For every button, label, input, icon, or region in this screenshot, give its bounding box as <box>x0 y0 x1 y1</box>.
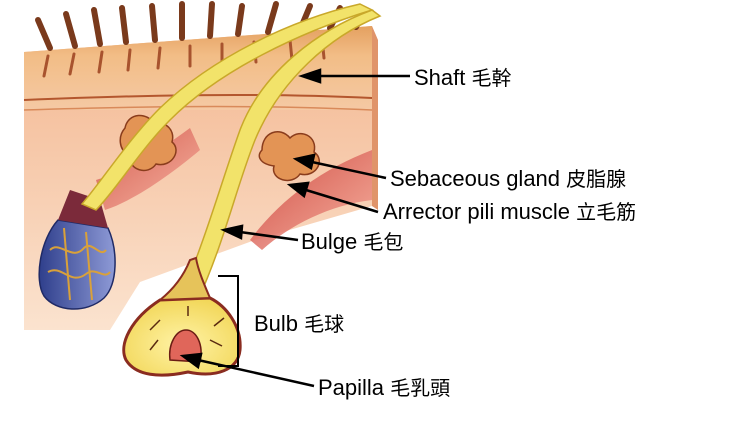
label-arrector-pili-zh: 立毛筋 <box>576 200 637 224</box>
skin-side <box>372 26 378 210</box>
epidermis-line-2 <box>23 105 373 111</box>
melanocytes <box>149 306 225 351</box>
label-bulb: Bulb 毛球 <box>254 311 345 337</box>
label-bulge: Bulge 毛包 <box>301 229 404 255</box>
left-follicle-capillaries <box>47 227 111 301</box>
label-shaft: Shaft 毛幹 <box>414 65 512 91</box>
label-bulb-zh: 毛球 <box>304 312 345 336</box>
leader-lines <box>179 68 410 388</box>
label-bulge-en: Bulge <box>301 229 358 254</box>
follicle-sheath <box>156 256 212 302</box>
label-shaft-zh: 毛幹 <box>471 66 512 90</box>
arrector-pili-muscle-right <box>250 150 372 250</box>
label-sebaceous-gland-zh: 皮脂腺 <box>566 167 627 191</box>
label-papilla-zh: 毛乳頭 <box>390 376 451 400</box>
label-sebaceous-gland: Sebaceous gland 皮脂腺 <box>390 166 627 192</box>
hair-shaft-second <box>80 3 375 211</box>
label-bulge-zh: 毛包 <box>363 230 404 254</box>
label-arrector-pili: Arrector pili muscle 立毛筋 <box>383 199 637 225</box>
label-sebaceous-gland-en: Sebaceous gland <box>390 166 561 191</box>
label-papilla-en: Papilla <box>318 375 385 400</box>
sebaceous-gland-right <box>258 131 320 182</box>
label-arrector-pili-en: Arrector pili muscle <box>383 199 571 224</box>
label-shaft-en: Shaft <box>414 65 466 90</box>
bulb-bracket <box>218 275 239 367</box>
label-bulb-en: Bulb <box>254 311 299 336</box>
label-papilla: Papilla 毛乳頭 <box>318 375 451 401</box>
left-follicle-bulb <box>38 219 116 310</box>
